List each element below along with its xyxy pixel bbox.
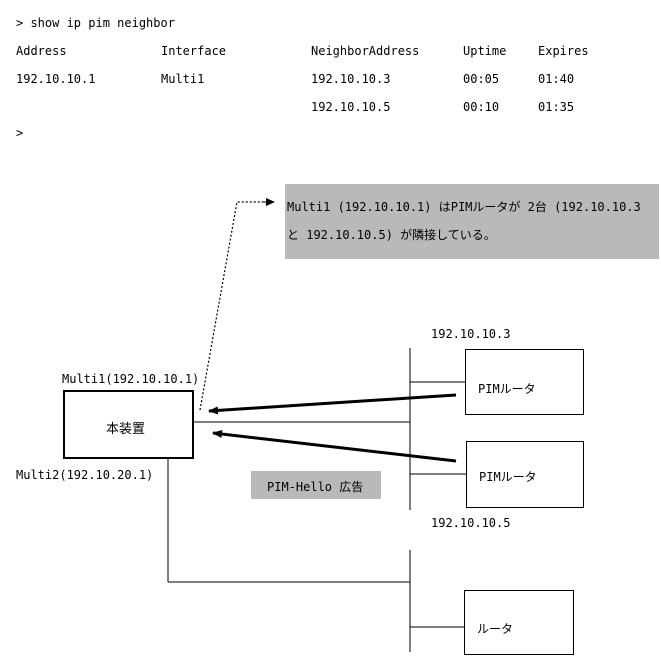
- terminal-prompt: >: [16, 126, 24, 140]
- row1-neighbor: 192.10.10.3: [311, 72, 391, 86]
- row2-expires: 01:35: [538, 100, 575, 114]
- pim-hello-label-box: PIM-Hello 広告: [251, 471, 381, 499]
- device-multi2-label: Multi2(192.10.20.1): [16, 468, 154, 482]
- router3-label: ルータ: [477, 622, 514, 636]
- hello-arrow-1: [208, 393, 457, 415]
- row1-address: 192.10.10.1: [16, 72, 96, 86]
- pim-hello-label: PIM-Hello 広告: [267, 480, 364, 494]
- router1-box: PIMルータ: [465, 349, 584, 415]
- row2-neighbor: 192.10.10.5: [311, 100, 391, 114]
- callout-pointer-line: [199, 201, 272, 411]
- router1-ip: 192.10.10.3: [431, 327, 511, 341]
- row1-uptime: 00:05: [463, 72, 500, 86]
- row1-interface: Multi1: [161, 72, 205, 86]
- router2-ip: 192.10.10.5: [431, 516, 511, 530]
- row1-expires: 01:40: [538, 72, 575, 86]
- router2-box: PIMルータ: [466, 441, 584, 508]
- router3-box: ルータ: [464, 590, 574, 655]
- callout-box: Multi1 (192.10.10.1) はPIMルータが 2台 (192.10…: [285, 184, 659, 259]
- router2-label: PIMルータ: [479, 470, 537, 484]
- callout-line-2: と 192.10.10.5) が隣接している。: [287, 228, 496, 242]
- device-box: 本装置: [63, 390, 194, 459]
- column-header-neighbor-address: NeighborAddress: [311, 44, 420, 58]
- router1-label: PIMルータ: [478, 382, 536, 396]
- device-label: 本装置: [106, 422, 146, 437]
- column-header-expires: Expires: [538, 44, 589, 58]
- column-header-interface: Interface: [161, 44, 227, 58]
- column-header-address: Address: [16, 44, 67, 58]
- hello-arrow-2: [212, 430, 457, 463]
- device-multi1-label: Multi1(192.10.10.1): [62, 372, 200, 386]
- callout-line-1: Multi1 (192.10.10.1) はPIMルータが 2台 (192.10…: [287, 200, 641, 214]
- terminal-command: > show ip pim neighbor: [16, 16, 175, 30]
- column-header-uptime: Uptime: [463, 44, 507, 58]
- row2-uptime: 00:10: [463, 100, 500, 114]
